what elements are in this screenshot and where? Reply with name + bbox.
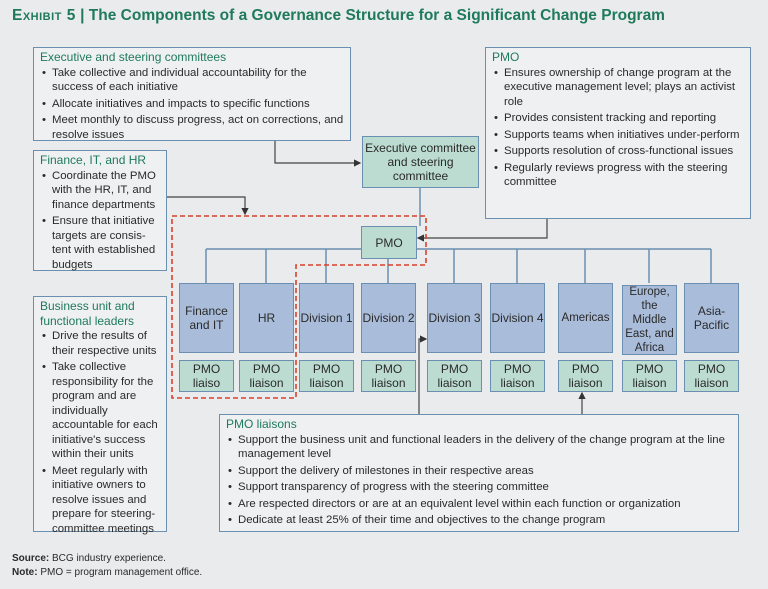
- pmo-liaison: PMO liaison: [239, 360, 294, 392]
- exhibit-title: Exhibit 5 | The Components of a Governan…: [12, 7, 665, 25]
- unit-division-3: Division 3: [427, 283, 482, 353]
- source-label: Source:: [12, 553, 50, 564]
- bullet: Supports resolution of cross-functional …: [494, 144, 744, 159]
- pmo-liaison: PMO liaiso: [179, 360, 234, 392]
- pmo-liaison: PMO liaison: [299, 360, 354, 392]
- note-label: Note:: [12, 567, 38, 578]
- source-note: Source: BCG industry experience.: [12, 553, 166, 564]
- title-text: The Components of a Governance Structure…: [88, 7, 665, 24]
- pmo-description-box: PMO Ensures ownership of change program …: [485, 47, 751, 219]
- unit-finance-it: Finance and IT: [179, 283, 234, 353]
- source-text: BCG industry experience.: [52, 553, 166, 564]
- unit-division-4: Division 4: [490, 283, 545, 353]
- unit-division-2: Division 2: [361, 283, 416, 353]
- box-heading: Executive and steering committees: [40, 50, 227, 64]
- pmo-node: PMO: [361, 226, 417, 259]
- exhibit-number: Exhibit 5: [12, 7, 76, 24]
- business-unit-box: Business unit and functional leaders Dri…: [33, 296, 167, 535]
- pmo-liaison: PMO liaison: [684, 360, 739, 392]
- bullet: Allocate initiatives and impacts to spec…: [42, 97, 344, 112]
- bullet: Take collective responsibility for the p…: [42, 360, 160, 462]
- note-text: PMO = program management office.: [40, 567, 203, 578]
- bullet: Meet monthly to discuss progress, act on…: [42, 113, 344, 142]
- bullet: Support the delivery of milestones in th…: [228, 464, 732, 479]
- unit-asia-pacific: Asia-Pacific: [684, 283, 739, 353]
- bullet: Dedicate at least 25% of their time and …: [228, 513, 732, 528]
- unit-americas: Americas: [558, 283, 613, 353]
- bullet: Drive the results of their respective un…: [42, 329, 160, 358]
- finance-it-hr-box: Finance, IT, and HR Coordinate the PMO w…: [33, 150, 167, 271]
- bullet: Supports teams when initiatives under-pe…: [494, 128, 744, 143]
- separator: |: [80, 7, 85, 24]
- footnote: Note: PMO = program management office.: [12, 567, 202, 578]
- unit-emea: Europe, the Middle East, and Africa: [622, 285, 677, 355]
- pmo-liaison: PMO liaison: [427, 360, 482, 392]
- bullet: Are respected directors or are at an equ…: [228, 497, 732, 512]
- bullet: Coordinate the PMO with the HR, IT, and …: [42, 169, 160, 213]
- box-heading: PMO liaisons: [226, 417, 297, 431]
- box-heading: Business unit and functional leaders: [40, 299, 135, 328]
- bullet: Regularly reviews progress with the stee…: [494, 161, 744, 190]
- bullet: Support the business unit and functional…: [228, 433, 732, 462]
- bullet: Take collective and individual accountab…: [42, 66, 344, 95]
- bullet: Meet regularly with initiative owners to…: [42, 464, 160, 537]
- unit-division-1: Division 1: [299, 283, 354, 353]
- bullet: Ensures ownership of change program at t…: [494, 66, 744, 110]
- bullet: Ensure that initiative targets are consi…: [42, 214, 160, 272]
- exec-committee-node: Executive committee and steering committ…: [362, 136, 479, 188]
- pmo-liaison: PMO liaison: [622, 360, 677, 392]
- unit-hr: HR: [239, 283, 294, 353]
- pmo-liaisons-box: PMO liaisons Support the business unit a…: [219, 414, 739, 532]
- pmo-liaison: PMO liaison: [490, 360, 545, 392]
- exec-steering-box: Executive and steering committees Take c…: [33, 47, 351, 141]
- pmo-liaison: PMO liaison: [361, 360, 416, 392]
- box-heading: Finance, IT, and HR: [40, 153, 147, 167]
- bullet: Provides consistent tracking and reporti…: [494, 111, 744, 126]
- bullet: Support transparency of progress with th…: [228, 480, 732, 495]
- pmo-liaison: PMO liaison: [558, 360, 613, 392]
- box-heading: PMO: [492, 50, 520, 64]
